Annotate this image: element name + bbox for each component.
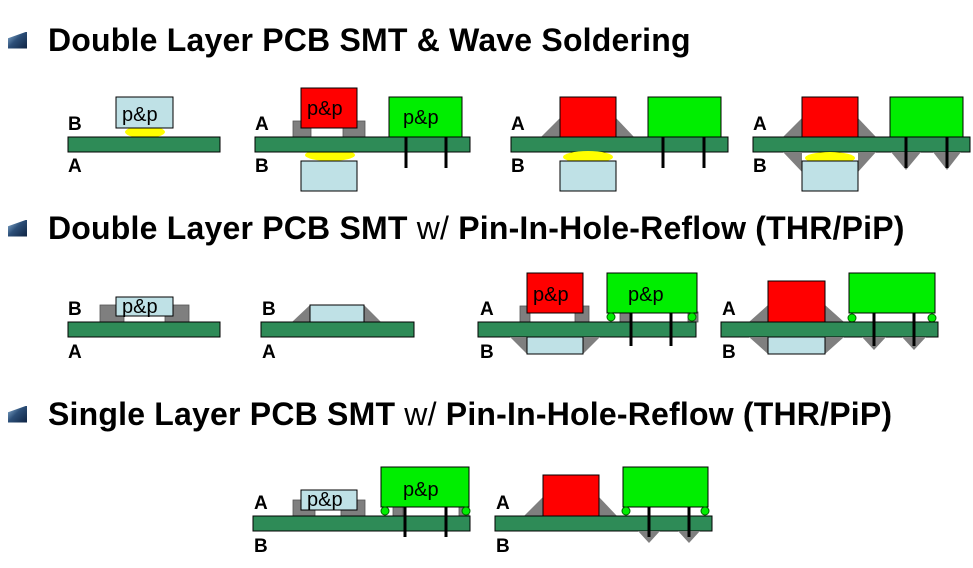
pcb-board <box>494 515 713 532</box>
part-label: p&p <box>403 479 439 501</box>
side-a-label: A <box>255 114 269 135</box>
solder-fillet <box>541 118 560 137</box>
part-label: p&p <box>122 104 158 126</box>
placed-component <box>300 160 358 192</box>
solder-paste-dot <box>927 313 937 323</box>
heading-thin: w/ <box>404 395 437 432</box>
part-label: p&p <box>122 296 158 318</box>
thr-component <box>606 272 698 314</box>
pcb-board <box>260 321 415 338</box>
solder-fillet <box>783 152 802 172</box>
side-a-label: A <box>480 299 494 320</box>
side-b-label: B <box>511 156 525 177</box>
glue-dot <box>125 126 165 138</box>
side-b-label: B <box>262 299 276 320</box>
solder-fillet <box>749 305 768 322</box>
solder-paste-dot <box>700 506 710 516</box>
heading-thin: w/ <box>416 209 450 246</box>
heading-tail: Pin-In-Hole-Reflow (THR/PiP) <box>449 209 905 246</box>
side-b-label: B <box>68 299 82 320</box>
pcb-board <box>252 515 471 532</box>
thr-component <box>380 466 470 508</box>
part-label: p&p <box>628 284 664 306</box>
smd-component <box>801 96 859 138</box>
glue-dot <box>563 151 613 163</box>
side-b-label: B <box>496 536 510 557</box>
solder-pad <box>392 506 404 517</box>
heading-bold: Double Layer PCB SMT <box>48 209 417 246</box>
side-b-label: B <box>255 156 269 177</box>
solder-fillet <box>616 118 634 137</box>
heading-wave-soldering: Double Layer PCB SMT & Wave Soldering <box>8 20 691 60</box>
side-a-label: A <box>511 114 525 135</box>
solder-fillet <box>858 152 876 172</box>
solder-fillet <box>583 337 600 354</box>
heading-double-pip: Double Layer PCB SMT w/ Pin-In-Hole-Refl… <box>8 208 905 248</box>
solder-fillet <box>858 118 876 137</box>
heading-bold: Single Layer PCB SMT <box>48 395 405 432</box>
placed-component <box>300 489 358 511</box>
part-label: p&p <box>533 284 569 306</box>
solder-fillet <box>599 497 617 516</box>
smd-component <box>767 280 826 323</box>
part-label: p&p <box>403 107 439 129</box>
solder-paste-dot <box>380 506 390 516</box>
solder-paste-dot <box>606 312 616 322</box>
side-a-label: A <box>262 342 276 363</box>
thr-component <box>622 466 709 508</box>
solder-fillet <box>825 305 844 322</box>
smd-component <box>300 87 358 129</box>
side-b-label: B <box>68 114 82 135</box>
heading-single-pip: Single Layer PCB SMT w/ Pin-In-Hole-Refl… <box>8 394 892 434</box>
solder-fillet <box>364 305 381 322</box>
solder-paste-dot <box>847 313 857 323</box>
solder-fillet <box>524 497 543 516</box>
pcb-board <box>254 136 471 153</box>
side-a-label: A <box>722 299 736 320</box>
solder-fillet <box>825 337 844 354</box>
side-a-label: A <box>496 493 510 514</box>
smd-component <box>542 474 600 517</box>
side-b-label: B <box>722 342 736 363</box>
pcb-board <box>67 136 221 153</box>
thr-component <box>388 96 463 138</box>
solder-fillet <box>749 337 768 354</box>
heading-tail: Pin-In-Hole-Reflow (THR/PiP) <box>436 395 893 432</box>
placed-component <box>526 336 584 355</box>
solder-fillet <box>783 118 802 137</box>
placed-component <box>767 336 826 355</box>
side-a-label: A <box>68 156 82 177</box>
pcb-board <box>67 321 221 338</box>
side-b-label: B <box>480 342 494 363</box>
pcb-board <box>510 136 729 153</box>
side-a-label: A <box>68 342 82 363</box>
solder-paste-dot <box>461 506 471 516</box>
part-label: p&p <box>307 98 343 120</box>
solder-paste-dot <box>621 506 631 516</box>
thr-component <box>647 96 722 138</box>
placed-component <box>115 296 174 317</box>
side-b-label: B <box>753 156 767 177</box>
side-a-label: A <box>753 114 767 135</box>
side-b-label: B <box>254 536 268 557</box>
part-label: p&p <box>307 489 343 511</box>
side-a-label: A <box>254 493 268 514</box>
thr-component <box>848 272 936 314</box>
pcb-board <box>720 321 939 338</box>
pcb-board <box>477 321 697 338</box>
placed-component <box>115 96 174 129</box>
solder-fillet <box>510 337 527 354</box>
placed-component <box>309 304 365 323</box>
pcb-board <box>752 136 971 153</box>
placed-component <box>801 160 859 192</box>
heading-bold: Double Layer PCB SMT & Wave Soldering <box>48 21 691 58</box>
smd-component <box>526 272 584 314</box>
thr-component <box>889 96 964 138</box>
solder-paste-dot <box>687 312 697 322</box>
placed-component <box>559 160 617 192</box>
solder-fillet <box>292 305 310 322</box>
smd-component <box>559 96 617 138</box>
